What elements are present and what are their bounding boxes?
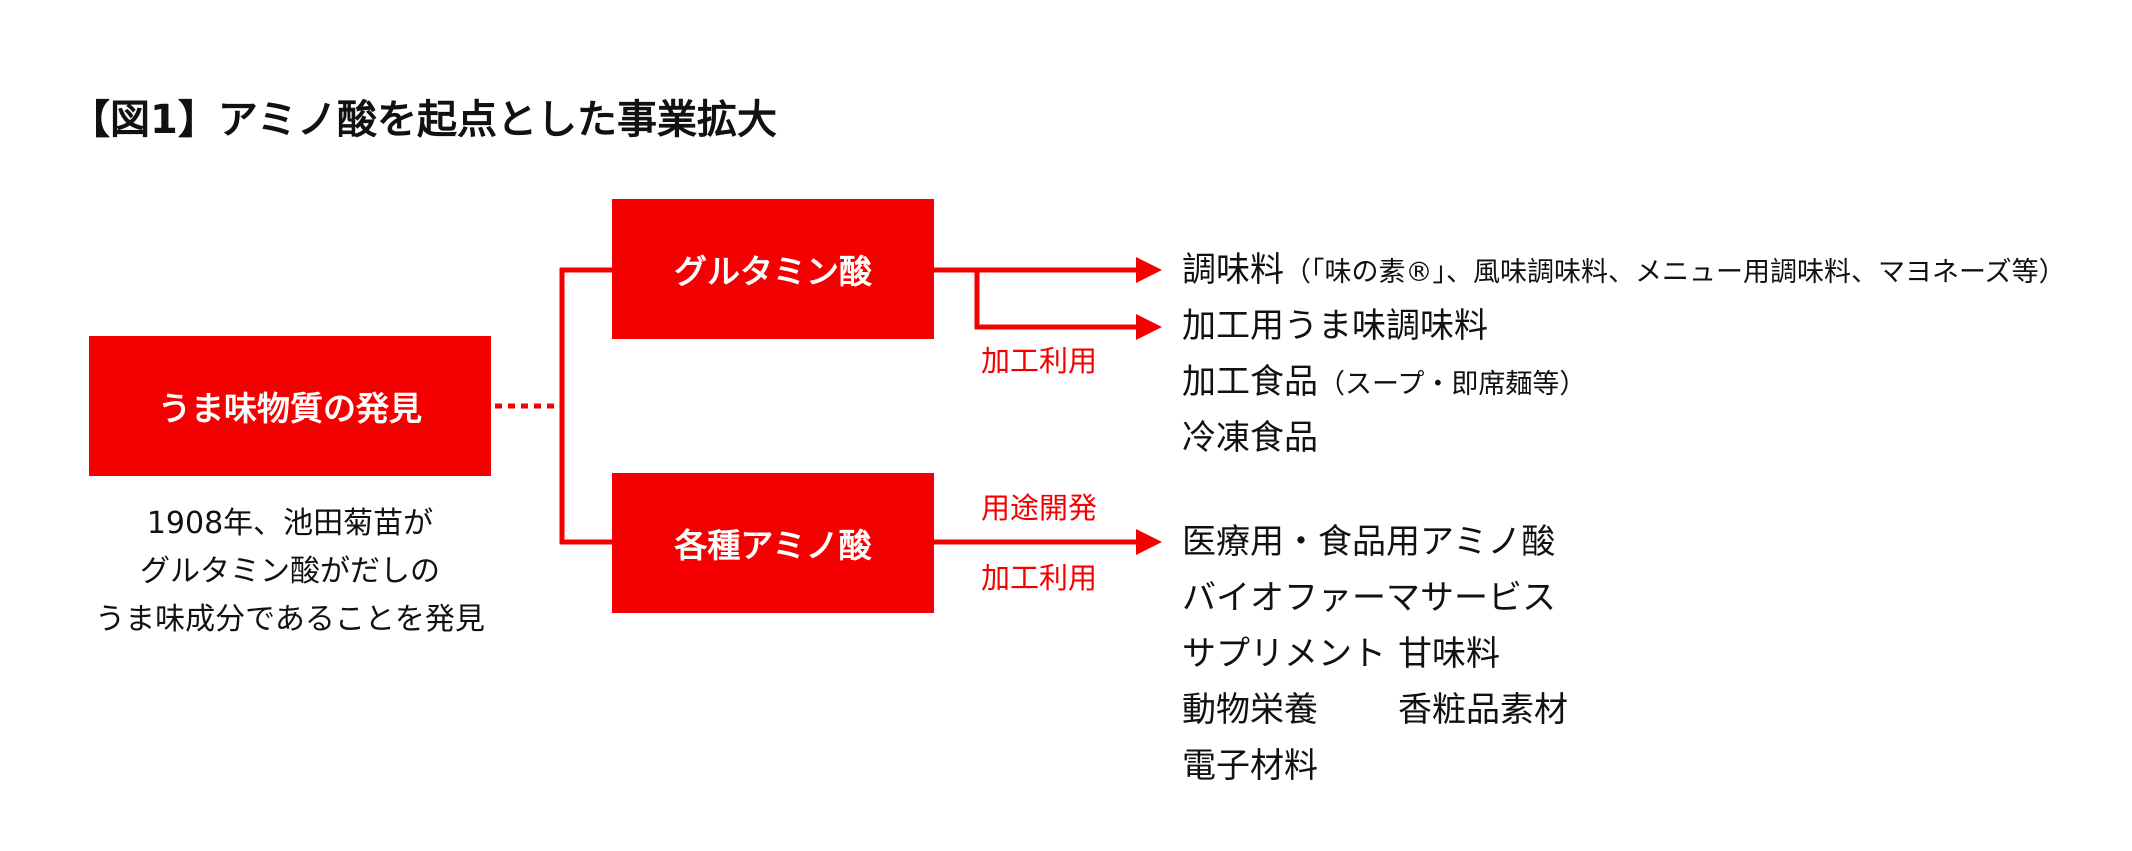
glutamic-product-seasonings: 調味料（「味の素®」、風味調味料、メニュー用調味料、マヨネーズ等） xyxy=(1182,248,2066,295)
glutamic-acid-box: グルタミン酸 xyxy=(612,199,934,339)
glutamic-product-frozen-foods: 冷凍食品 xyxy=(1182,418,1318,458)
discovery-caption: 1908年、池田菊苗が グルタミン酸がだしの うま味成分であることを発見 xyxy=(60,500,520,644)
amino-arrow-head xyxy=(1136,529,1162,555)
glutamic-acid-label: グルタミン酸 xyxy=(674,252,872,291)
amino-product-medical-food: 医療用・食品用アミノ酸 xyxy=(1182,522,1556,562)
amino-acids-box: 各種アミノ酸 xyxy=(612,473,934,613)
amino-product-cosmetics: 香粧品素材 xyxy=(1398,690,1568,730)
product-name: 加工食品 xyxy=(1182,362,1318,402)
amino-product-sweeteners: 甘味料 xyxy=(1398,634,1500,674)
product-name: 調味料 xyxy=(1182,250,1284,290)
glutamic-arrow-head xyxy=(1136,257,1162,283)
glutamic-processing-arrow-line xyxy=(974,270,1138,330)
diagram-title: 【図1】アミノ酸を起点とした事業拡大 xyxy=(70,97,778,143)
caption-line-3: うま味成分であることを発見 xyxy=(95,602,485,637)
discovery-box: うま味物質の発見 xyxy=(89,336,491,476)
product-note: （スープ・即席麺等） xyxy=(1318,369,1587,400)
amino-product-biopharma: バイオファーマサービス xyxy=(1182,578,1556,618)
glutamic-processing-label: 加工利用 xyxy=(981,344,1098,378)
caption-line-2: グルタミン酸がだしの xyxy=(140,554,440,589)
glutamic-product-umami-seasonings: 加工用うま味調味料 xyxy=(1182,306,1488,346)
amino-product-supplements: サプリメント xyxy=(1182,634,1386,674)
amino-processing-label: 加工利用 xyxy=(981,561,1098,595)
amino-product-electronic-materials: 電子材料 xyxy=(1182,746,1318,786)
glutamic-processing-arrow-head xyxy=(1136,314,1162,340)
product-note: （「味の素®」、風味調味料、メニュー用調味料、マヨネーズ等） xyxy=(1284,257,2066,288)
amino-development-label: 用途開発 xyxy=(981,491,1098,525)
amino-acids-label: 各種アミノ酸 xyxy=(674,526,872,565)
amino-product-animal-nutrition: 動物栄養 xyxy=(1182,690,1318,730)
caption-line-1: 1908年、池田菊苗が xyxy=(146,506,434,541)
glutamic-product-processed-foods: 加工食品（スープ・即席麺等） xyxy=(1182,360,1586,407)
discovery-label: うま味物質の発見 xyxy=(158,389,422,428)
